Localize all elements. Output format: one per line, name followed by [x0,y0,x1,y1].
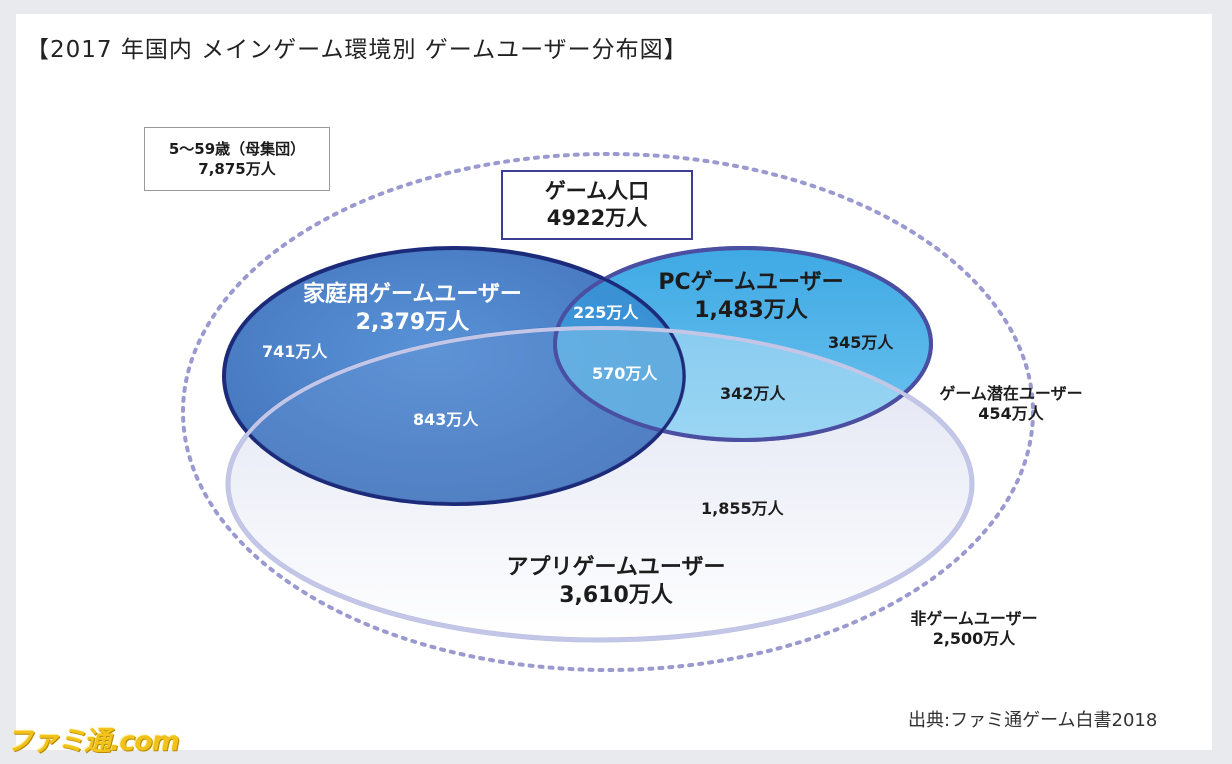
population-value: 7,875万人 [198,160,276,178]
region-app-only: 1,855万人 [701,499,784,518]
region-console-pc: 225万人 [573,303,639,322]
game-population-box: ゲーム人口 4922万人 [501,170,693,240]
population-box: 5～59歳（母集団） 7,875万人 [144,127,330,191]
population-boundary [181,152,1035,672]
site-logo: ファミ通.com [6,726,180,757]
app-users-label: アプリゲームユーザー 3,610万人 [506,555,726,609]
game-population-value: 4922万人 [546,206,648,230]
region-console-app: 843万人 [413,410,479,429]
non-game-users-label: 非ゲームユーザー 2,500万人 [910,609,1038,649]
population-label: 5～59歳（母集団） [168,139,306,158]
region-pc-app: 342万人 [720,384,786,403]
diagram-title: 【2017 年国内 メインゲーム環境別 ゲームユーザー分布図】 [26,37,688,63]
region-all-three: 570万人 [592,364,658,383]
console-users-label: 家庭用ゲームユーザー 2,379万人 [303,282,522,336]
console-pc-overlap [555,248,684,440]
region-console-only: 741万人 [262,342,328,361]
pc-users-label: PCゲームユーザー 1,483万人 [658,270,844,324]
region-pc-only: 345万人 [828,333,894,352]
source-credit: 出典:ファミ通ゲーム白書2018 [908,710,1158,731]
potential-users-label: ゲーム潜在ユーザー 454万人 [939,384,1083,424]
game-population-label: ゲーム人口 [544,178,650,203]
